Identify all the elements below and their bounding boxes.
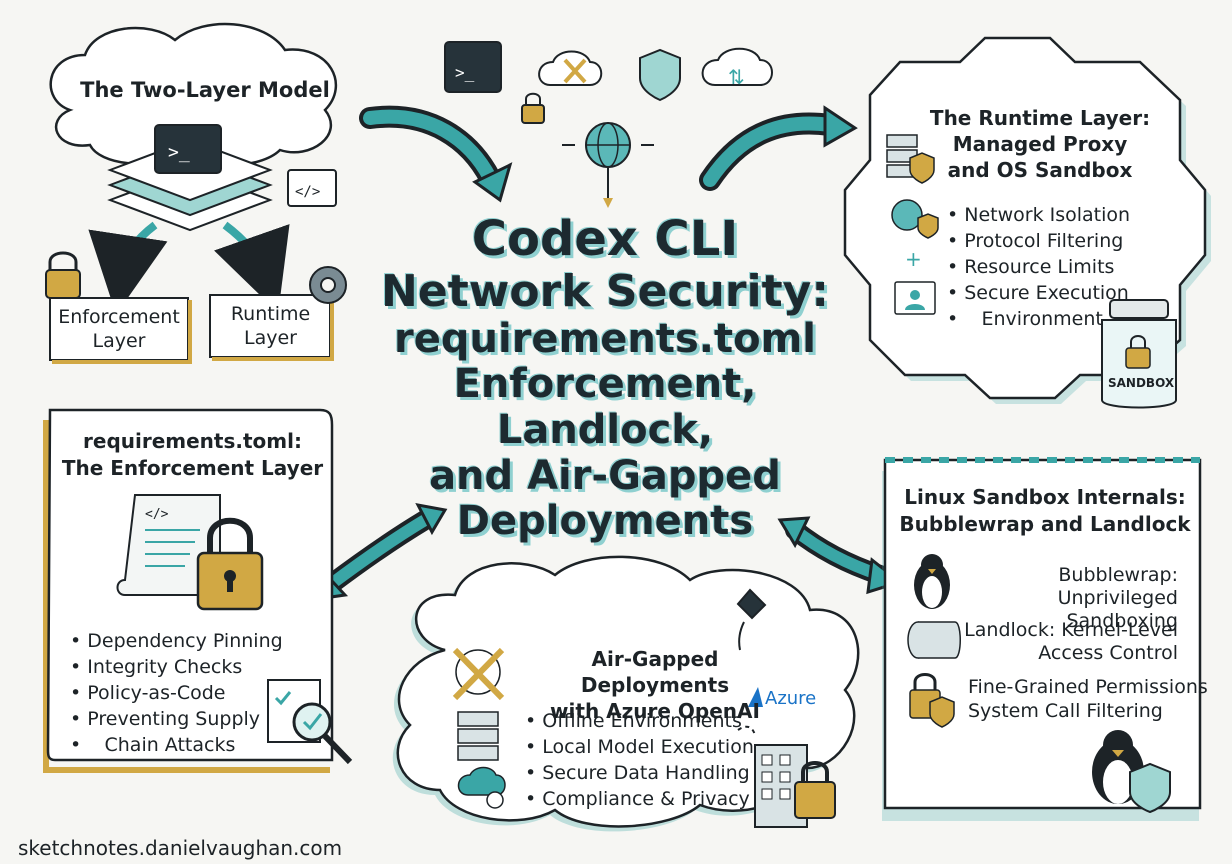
globe-shield-icon — [891, 199, 939, 239]
list-item: Local Model Execution — [525, 734, 754, 760]
scroll-document-icon: </> — [116, 494, 221, 596]
runtime-layer-box — [209, 294, 331, 358]
lock-shield-icon — [909, 673, 955, 728]
linux-item-line-2: Sandboxing — [1066, 610, 1178, 632]
runtime-heading-line-3: and OS Sandbox — [947, 158, 1133, 182]
small-padlock-icon — [521, 92, 545, 124]
runtime-heading-line-1: The Runtime Layer: — [929, 106, 1151, 130]
linux-item-line-1: Bubblewrap: Unprivileged — [1057, 564, 1178, 609]
list-item: Protocol Filtering — [947, 228, 1130, 254]
list-item: Preventing Supply — [70, 706, 283, 732]
azure-logo-icon — [748, 687, 763, 707]
title-line-3: requirements.toml — [394, 315, 816, 362]
linux-item-permissions: Fine-Grained Permissions System Call Fil… — [968, 675, 1208, 723]
terminal-icon: >_ — [444, 41, 502, 93]
two-layer-heading: The Two-Layer Model — [80, 78, 330, 102]
footer-url: sketchnotes.danielvaughan.com — [18, 836, 343, 860]
linux-item-bubblewrap: Bubblewrap: Unprivileged Sandboxing — [960, 564, 1178, 633]
list-item: Network Isolation — [947, 202, 1130, 228]
main-title: Codex CLI Network Security: requirements… — [360, 212, 850, 545]
penguin-icon — [914, 554, 950, 609]
list-item: Policy-as-Code — [70, 680, 283, 706]
runtime-heading-line-2: Managed Proxy — [952, 132, 1128, 156]
arrow-to-enforcement — [88, 221, 168, 315]
office-building-icon — [737, 725, 836, 828]
svg-text:>_: >_ — [455, 63, 475, 82]
linux-item-line-1: Landlock: Kernel-Level — [964, 619, 1178, 641]
sync-cloud-icon: ⇅ — [701, 47, 773, 89]
plug-icon — [736, 588, 767, 651]
azure-label: Azure — [765, 688, 817, 709]
svg-text:⇅: ⇅ — [728, 65, 745, 89]
list-item-continuation: • Chain Attacks — [70, 732, 283, 758]
layer-stack-icon: >_ — [107, 124, 273, 232]
server-rack-icon — [457, 711, 499, 761]
svg-text:</>: </> — [295, 184, 320, 200]
list-item: Offline Environments — [525, 708, 754, 734]
air-gapped-list: Offline Environments Local Model Executi… — [525, 708, 754, 812]
list-item: Dependency Pinning — [70, 628, 282, 654]
plus-icon: + — [905, 247, 922, 271]
list-item-continuation: • Environment — [947, 306, 1130, 332]
title-line-5: and Air-Gapped — [429, 452, 781, 499]
list-item: Compliance & Privacy — [525, 786, 754, 812]
enforcement-heading: requirements.toml: The Enforcement Layer — [60, 428, 325, 482]
blocked-cloud-icon — [538, 50, 603, 86]
list-item: Resource Limits — [947, 254, 1130, 280]
air-gapped-heading-line-1: Air-Gapped Deployments — [580, 647, 730, 697]
padlock-icon — [45, 251, 81, 299]
shield-icon — [639, 48, 681, 102]
secure-user-icon — [894, 281, 936, 315]
two-layer-cloud — [49, 22, 337, 167]
runtime-list: Network Isolation Protocol Filtering Res… — [947, 202, 1130, 332]
linux-item-line-2: Access Control — [1038, 642, 1178, 664]
linux-heading-line-2: Bubblewrap and Landlock — [899, 512, 1191, 536]
linux-item-line-1: Fine-Grained Permissions — [968, 676, 1208, 698]
gear-icon — [309, 266, 347, 304]
runtime-heading: The Runtime Layer: Managed Proxy and OS … — [915, 105, 1165, 183]
sandbox-jar-label: SANDBOX — [1108, 376, 1175, 390]
no-network-icon — [452, 647, 505, 701]
title-line-4: Enforcement, Landlock, — [453, 361, 757, 454]
enforcement-heading-line-1: requirements.toml: — [83, 429, 302, 453]
cloud-ai-icon — [457, 766, 506, 809]
svg-text:</>: </> — [145, 507, 169, 522]
sandbox-jar-icon — [1101, 299, 1177, 409]
list-item: Integrity Checks — [70, 654, 283, 680]
arrow-to-runtime — [214, 221, 290, 313]
continuation-text: Environment — [981, 308, 1103, 330]
title-line-1: Codex CLI — [471, 211, 739, 267]
svg-text:>_: >_ — [168, 142, 190, 163]
penguin-shield-icon — [1092, 730, 1171, 814]
list-item: Secure Execution — [947, 280, 1130, 306]
runtime-layer-label: Runtime Layer — [230, 303, 311, 349]
linux-item-landlock: Landlock: Kernel-Level Access Control — [960, 619, 1178, 665]
linux-sandbox-heading: Linux Sandbox Internals: Bubblewrap and … — [895, 484, 1195, 538]
enforcement-layer-label: Enforcement Layer — [58, 306, 180, 352]
title-line-6: Deployments — [456, 498, 754, 545]
globe-icon — [562, 122, 654, 208]
server-shield-icon — [886, 134, 935, 184]
enforcement-list: Dependency Pinning Integrity Checks Poli… — [70, 628, 283, 758]
enforcement-heading-line-2: The Enforcement Layer — [61, 456, 324, 480]
roll-icon — [907, 621, 961, 659]
list-item: Secure Data Handling — [525, 760, 754, 786]
title-line-2: Network Security: — [381, 265, 829, 317]
continuation-text: Chain Attacks — [104, 734, 236, 756]
linux-heading-line-1: Linux Sandbox Internals: — [904, 485, 1186, 509]
large-padlock-icon — [196, 517, 264, 611]
linux-item-line-2: System Call Filtering — [968, 700, 1163, 722]
code-window-icon: </> — [287, 169, 337, 207]
